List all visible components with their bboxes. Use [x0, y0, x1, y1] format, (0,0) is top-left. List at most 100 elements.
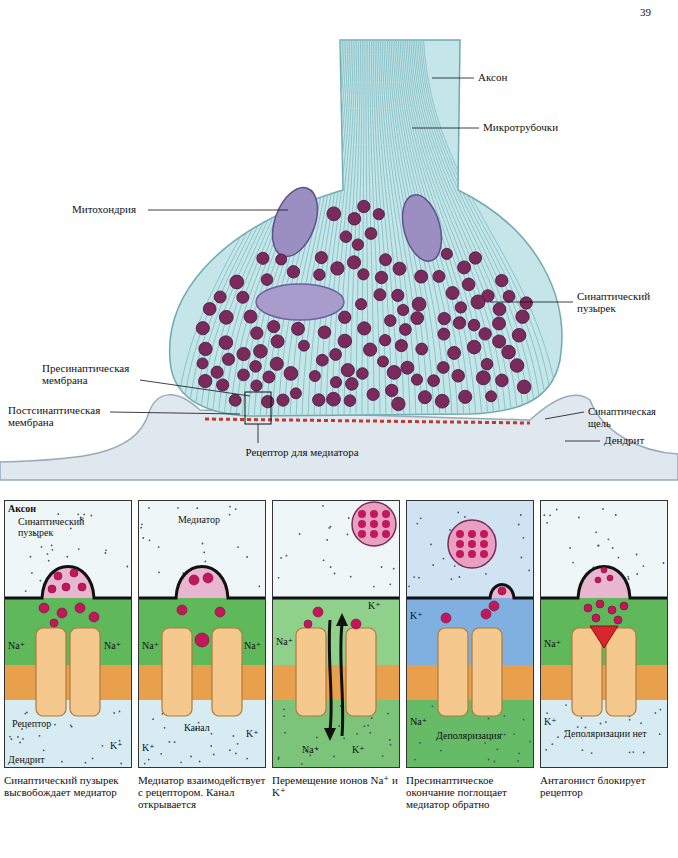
part-label: Синаптический пузырек: [577, 290, 673, 314]
synaptic-vesicle: [327, 207, 341, 221]
synaptic-vesicle: [476, 371, 490, 385]
synaptic-vesicle: [292, 322, 305, 335]
synaptic-vesicle: [441, 248, 452, 259]
synaptic-vesicle: [254, 345, 268, 359]
ion-dot: [105, 552, 107, 554]
ion-dot: [140, 527, 142, 529]
receptor-half: [70, 628, 100, 716]
panel-label: Деполяризация: [436, 730, 530, 741]
ion-dot: [70, 528, 72, 530]
synaptic-vesicle: [400, 324, 412, 336]
synaptic-vesicle: [197, 358, 208, 369]
part-label: Микротрубочки: [483, 121, 593, 133]
synaptic-vesicle: [453, 317, 465, 329]
dendrite-ground: [138, 700, 266, 768]
ion-dot: [457, 512, 459, 514]
synaptic-vesicle: [379, 335, 390, 346]
ion-dot: [632, 751, 634, 753]
mediator: [584, 604, 592, 612]
panel-illustration: [406, 500, 534, 768]
ion-dot: [152, 718, 154, 720]
mediator: [358, 530, 366, 538]
synaptic-vesicle: [214, 291, 226, 303]
synaptic-vesicle: [358, 269, 369, 280]
synaptic-vesicle: [364, 343, 377, 356]
synaptic-vesicle: [298, 340, 309, 351]
synaptic-vesicle: [493, 303, 506, 316]
receptor-frame: [245, 392, 271, 424]
microtubule: [362, 40, 364, 420]
synaptic-vesicle: [496, 274, 508, 286]
mediator: [57, 608, 67, 618]
microtubule: [260, 40, 334, 420]
ion-dot: [278, 757, 280, 759]
recycled-vesicle: [352, 502, 396, 546]
synaptic-vesicle: [196, 322, 209, 335]
synaptic-vesicle: [261, 274, 273, 286]
process-panel: Na⁺K⁺Деполяризации нет: [540, 500, 668, 768]
ion-dot: [543, 514, 545, 516]
presynaptic-membrane: [4, 567, 132, 599]
mediator: [78, 583, 86, 591]
mediator: [382, 510, 390, 518]
ion-dot: [454, 565, 456, 567]
ion-dot: [577, 726, 579, 728]
process-panel: K⁺Na⁺Деполяризация: [406, 500, 534, 768]
ion-dot: [343, 737, 345, 739]
panel-label: K⁺: [246, 728, 264, 739]
ion-dot: [210, 745, 212, 747]
synaptic-vesicle: [346, 378, 359, 391]
receptor-half: [606, 628, 636, 716]
ion-dot: [17, 736, 19, 738]
synaptic-vesicle: [467, 340, 481, 354]
synaptic-vesicle: [496, 374, 509, 387]
presynaptic-membrane: [406, 585, 534, 599]
panel-label: Na⁺: [410, 716, 432, 727]
receptor-half: [36, 628, 66, 716]
synaptic-vesicle: [393, 262, 406, 275]
panel-caption: Перемещение ионов Na⁺ и K⁺: [272, 774, 400, 798]
presynaptic-membrane: [138, 567, 266, 599]
synaptic-vesicle: [257, 252, 269, 264]
synaptic-vesicle: [203, 303, 216, 316]
mediator: [358, 510, 366, 518]
synaptic-vesicle: [411, 374, 422, 385]
mediator: [195, 633, 209, 647]
ion-dot: [177, 507, 179, 509]
ion-dot: [31, 572, 33, 574]
synaptic-vesicle: [367, 388, 379, 400]
ion-dot: [237, 743, 239, 745]
synaptic-vesicle: [435, 394, 449, 408]
mediator: [592, 614, 600, 622]
ion-dot: [347, 534, 349, 536]
microtubule: [248, 40, 330, 420]
ion-dot: [602, 508, 604, 510]
ion-dot: [326, 539, 328, 541]
mediator: [595, 577, 601, 583]
ion-dot: [284, 732, 286, 734]
ion-dot: [333, 756, 335, 758]
mediator: [351, 619, 361, 629]
mitochondrion: [396, 190, 448, 265]
ion-dot: [636, 554, 638, 556]
ion-dot: [591, 752, 593, 754]
synaptic-vesicle: [517, 380, 531, 394]
ion-dot: [546, 712, 548, 714]
ion-dot: [459, 576, 461, 578]
receptor-half: [162, 628, 192, 716]
synaptic-vesicle: [344, 395, 356, 407]
ion-dot: [174, 741, 176, 743]
synaptic-vesicle: [330, 377, 341, 388]
postsynaptic-membrane: [4, 665, 132, 700]
synaptic-vesicle: [219, 310, 233, 324]
ion-dot: [389, 583, 391, 585]
mediator: [370, 520, 378, 528]
synaptic-vesicle: [229, 394, 241, 406]
panel-label: K⁺: [142, 742, 162, 753]
mediator: [89, 612, 99, 622]
part-label: Постсинаптическая мембрана: [8, 404, 112, 428]
ion-dot: [328, 527, 330, 529]
mediator: [601, 567, 607, 573]
ion-dot: [432, 705, 434, 707]
vesicle-fusion: [42, 567, 94, 599]
